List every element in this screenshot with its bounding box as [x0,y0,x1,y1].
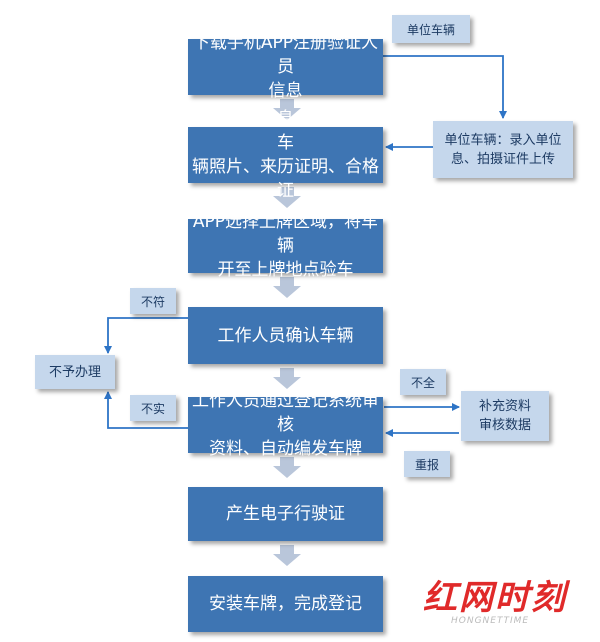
reject-box: 不予办理 [35,355,115,389]
supplement-box: 补充资料审核数据 [461,391,549,441]
watermark-main-text: 红网时刻 [423,578,567,618]
not-match-tag-label: 不符 [140,294,165,309]
unit-vehicle-box: 单位车辆：录入单位息、拍摄证件上传 [433,121,573,178]
step-3-box: APP选择上牌区域，将车辆开至上牌地点验车 [188,212,383,280]
incomplete-tag: 不全 [400,369,446,395]
down-arrow-2 [273,187,301,208]
step-3-line-1: APP选择上牌区域，将车辆 [192,212,379,256]
unit-vehicle-tag-label: 单位车辆 [406,22,455,37]
step-2-line-2: 辆照片、来历证明、合格证 [192,157,379,201]
step-7-label: 安装车牌，完成登记 [209,594,362,614]
connector-unit-down [383,55,507,119]
down-arrow-4 [273,368,301,389]
supplement-line-1: 补充资料 [478,399,531,414]
step-3-line-2: 开至上牌地点验车 [217,260,354,280]
unit-vehicle-line-1: 单位车辆：录入单位 [444,132,562,148]
down-arrow-6 [273,545,301,566]
step-6-label: 产生电子行驶证 [226,504,345,524]
down-arrow-5 [273,457,301,478]
step-1-box: 下载手机APP注册验证人员信息 [188,33,383,101]
step-2-line-1: 录入车辆信息、拍摄上传车 [192,109,379,153]
step-4-label: 工作人员确认车辆 [217,325,354,346]
step-5-line-1: 工作人员通过登记系统审核 [192,391,379,435]
step-5-line-2: 资料、自动编发车牌 [209,439,362,459]
not-true-tag-label: 不实 [140,401,165,416]
unit-vehicle-line-2: 息、拍摄证件上传 [450,151,555,167]
down-arrow-3 [273,277,301,298]
step-5-box: 工作人员通过登记系统审核资料、自动编发车牌 [188,391,383,459]
connector-step4-reject [104,317,188,354]
step-7-box: 安装车牌，完成登记 [188,576,383,632]
watermark-sub-text: HONGNETTIME [451,616,530,626]
supplement-line-2: 审核数据 [478,418,531,433]
step-6-box: 产生电子行驶证 [188,487,383,541]
unit-vehicle-tag: 单位车辆 [392,15,470,43]
resubmit-tag-label: 重报 [414,457,439,472]
watermark-logo: 红网时刻 HONGNETTIME [423,570,593,636]
not-match-tag: 不符 [130,288,176,314]
step-1-line-1: 下载手机APP注册验证人员 [192,33,379,77]
step-2-box: 录入车辆信息、拍摄上传车辆照片、来历证明、合格证 [188,109,383,201]
step-1-line-2: 信息 [268,81,303,101]
step-4-box: 工作人员确认车辆 [188,307,383,364]
incomplete-tag-label: 不全 [410,375,435,390]
resubmit-tag: 重报 [404,451,450,477]
connector-step5-reject [104,391,188,429]
not-true-tag: 不实 [130,395,176,421]
down-arrow-1 [273,99,301,120]
reject-box-label: 不予办理 [48,364,101,380]
